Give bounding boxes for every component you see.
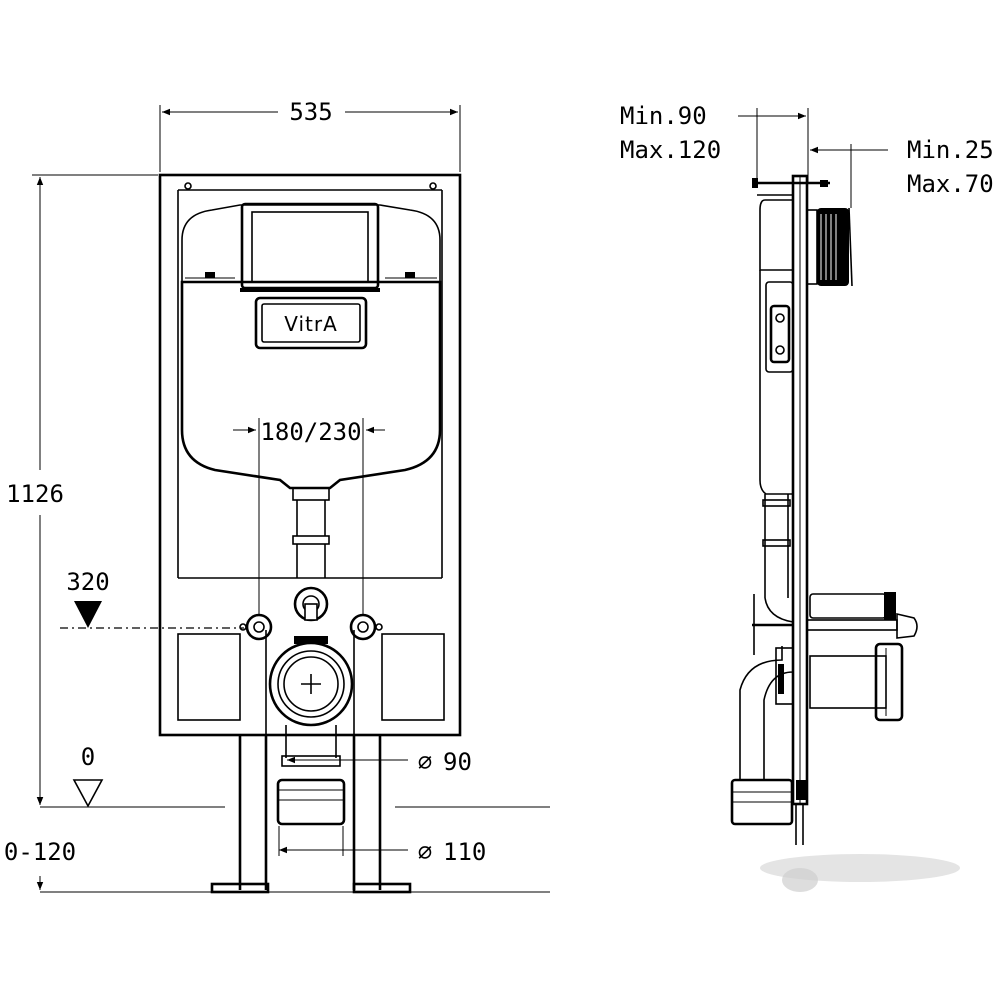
cistern-side (759, 199, 794, 495)
mounting-bolts (239, 613, 383, 641)
level-0-label: 0 (81, 743, 95, 771)
front-view: VitrA (4, 98, 550, 894)
adjust-dimension: 0-120 (4, 790, 76, 890)
wall-depth-dimension: Min.25 Max.70 (810, 136, 994, 208)
level-320-marker: 320 (60, 568, 244, 629)
level-0-marker: 0 (40, 743, 550, 893)
height-label: 1126 (6, 480, 64, 508)
drain-connection (268, 636, 354, 826)
pipe-110-label: 110 (443, 838, 486, 866)
frame-depth-max: Max.120 (620, 136, 721, 164)
pipe-90-label: 90 (443, 748, 472, 776)
pipe-90-dimension: ⌀ 90 (287, 748, 472, 776)
feet-side (795, 780, 808, 845)
installation-frame (158, 173, 462, 737)
flush-spacing-dimension: 180/230 (233, 418, 385, 614)
height-dimension: 1126 (6, 174, 158, 805)
cistern-tank (180, 202, 442, 490)
level-320-label: 320 (66, 568, 109, 596)
pipe-110-dimension: ⌀ 110 (278, 826, 486, 866)
water-inlet-side (806, 592, 918, 639)
flush-plate-side (806, 207, 853, 287)
water-inlet (293, 586, 329, 622)
downpipe-side (762, 494, 794, 623)
wall-depth-min: Min.25 (907, 136, 994, 164)
wall-depth-max: Max.70 (907, 170, 994, 198)
lower-frame (177, 630, 445, 894)
brand-logo-plate: VitrA (254, 296, 368, 350)
side-view: Min.90 Max.120 Min.25 Max.70 (620, 102, 994, 845)
watermark-smudge (760, 854, 960, 892)
flush-spacing-label: 180/230 (260, 418, 361, 446)
frame-depth-min: Min.90 (620, 102, 707, 130)
brand-logo: VitrA (284, 312, 338, 336)
width-dimension: 535 (159, 98, 461, 172)
frame-profile (752, 174, 830, 806)
adjust-label: 0-120 (4, 838, 76, 866)
drain-side (730, 642, 904, 826)
width-label: 535 (289, 98, 332, 126)
diameter-symbol-90: ⌀ (418, 748, 432, 776)
frame-depth-dimension: Min.90 Max.120 (620, 102, 809, 182)
flush-downpipe (292, 487, 330, 578)
diameter-symbol-110: ⌀ (418, 838, 432, 866)
